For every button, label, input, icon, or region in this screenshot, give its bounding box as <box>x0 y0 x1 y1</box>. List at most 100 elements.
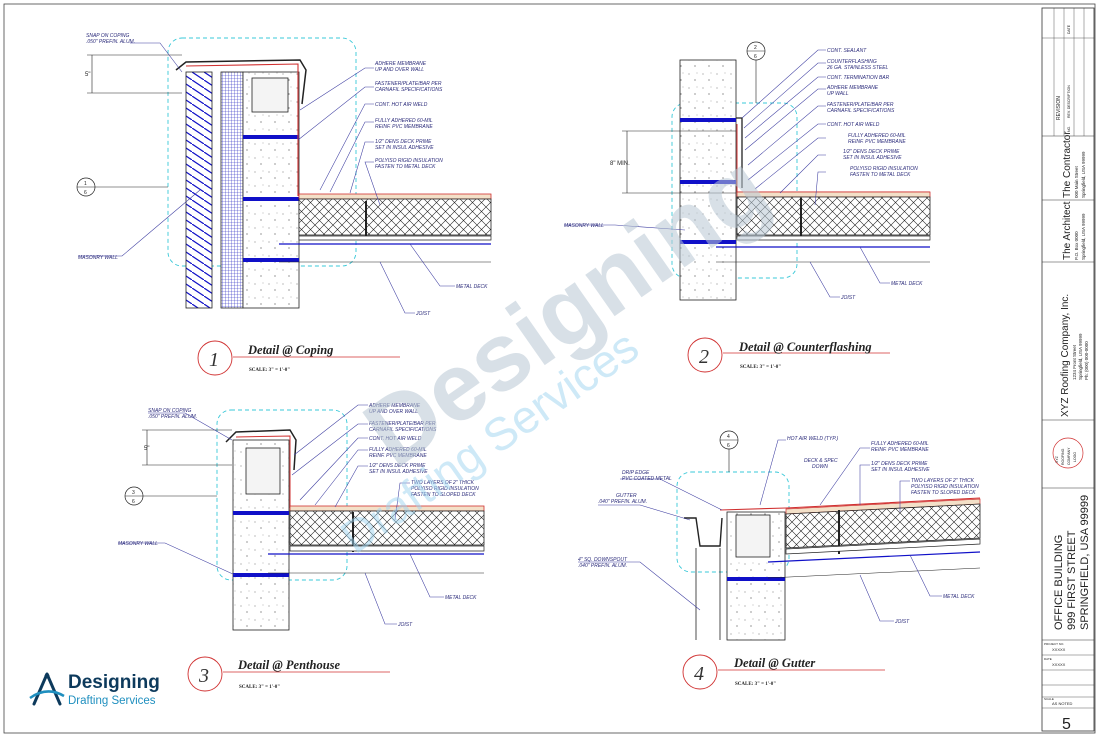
stamp-line: ROOFING <box>1061 448 1065 465</box>
label: METAL DECK <box>891 281 923 287</box>
label: FULLY ADHERED 60-MIL <box>369 447 427 453</box>
project-line2: 999 FIRST STREET <box>1066 530 1078 630</box>
detail-title: Detail @ Penthouse <box>237 658 341 672</box>
detail-number-circle <box>687 337 723 373</box>
bond-beam-line <box>233 573 289 577</box>
architect-line1: P.O. Box 0000 <box>1074 231 1079 260</box>
label: .040" PREFIN. ALUM. <box>598 499 647 505</box>
insulation <box>289 510 485 546</box>
metal-deck <box>298 235 492 241</box>
label: FASTEN TO SLOPED DECK <box>911 490 976 496</box>
masonry-block-grid <box>220 71 244 309</box>
membrane-line <box>185 63 299 196</box>
detail-scale: SCALE: 3" = 1'-0" <box>249 368 290 373</box>
stamp-line: COMPANY <box>1067 447 1071 465</box>
label: FULLY ADHERED 60-MIL <box>848 133 906 139</box>
label: 26 GA. STAINLESS STEEL <box>826 65 889 71</box>
label: SNAP ON COPING <box>148 408 192 414</box>
company-line3: Ph: (000) 000-0000 <box>1084 341 1089 380</box>
membrane-line <box>719 497 981 511</box>
label: JOIST <box>415 311 431 317</box>
company-logo-stamp <box>1052 437 1084 469</box>
dimension-label: 5" <box>85 72 90 78</box>
label: SET IN INSUL ADHESIVE <box>843 155 902 161</box>
company-line2: Springfield, USA 99999 <box>1078 333 1083 380</box>
detail-number: 4 <box>694 663 704 685</box>
label: POLYISO RIGID INSULATION <box>411 486 479 492</box>
detail-number-circle <box>682 654 718 690</box>
label: REINF. PVC MEMBRANE <box>369 453 427 459</box>
membrane-line <box>235 435 291 508</box>
label: GUTTER <box>616 493 637 499</box>
label: UP AND OVER WALL <box>375 67 424 73</box>
detail-number: 2 <box>699 346 709 368</box>
dimension-label: 5" <box>144 446 149 452</box>
field-value: XXXXX <box>1052 662 1066 667</box>
label: METAL DECK <box>943 594 975 600</box>
label: POLYISO RIGID INSULATION <box>850 166 918 172</box>
detail-number: 1 <box>209 349 219 371</box>
insulation <box>736 196 931 236</box>
label: 1/2" DENS DECK PRIME <box>375 139 432 145</box>
detail-title: Detail @ Counterflashing <box>738 340 872 354</box>
leader-lines <box>118 404 444 625</box>
section-marker-top: 2 <box>754 45 757 51</box>
dimension-label: 8" MIN. <box>610 161 630 167</box>
coping-cap <box>225 429 297 471</box>
label: .050" PREFIN. ALUM. <box>86 39 135 45</box>
stamp-line: LOGO <box>1073 452 1077 462</box>
label: SET IN INSUL ADHESIVE <box>375 145 434 151</box>
label: CONT. HOT AIR WELD <box>369 436 422 442</box>
contractor-name: The Contractor <box>1062 131 1073 198</box>
bond-beam-line <box>680 118 736 122</box>
stamp-line: XYZ <box>1055 455 1059 463</box>
field-value: XXXXX <box>1052 647 1066 652</box>
label: REINF. PVC MEMBRANE <box>848 139 906 145</box>
company-logo: Designing Drafting Services <box>28 670 178 714</box>
detail-title: Detail @ Coping <box>247 343 333 357</box>
project-line1: OFFICE BUILDING <box>1053 535 1065 630</box>
fastener <box>365 201 367 239</box>
coping-cap <box>175 59 307 105</box>
section-marker-top: 1 <box>84 181 87 187</box>
label: FULLY ADHERED 60-MIL <box>871 441 929 447</box>
compass-logo-icon <box>29 672 65 706</box>
bond-beam-line <box>680 240 736 244</box>
label: FASTEN TO METAL DECK <box>850 172 911 178</box>
label: FASTENER/PLATE/BAR PER <box>375 81 442 87</box>
label: DECK & SPEC <box>804 458 838 464</box>
title-block: REVISION NO. REV. DESCRIPTION DATE The C… <box>1041 7 1095 733</box>
detail-scale: SCALE: 3" = 1'-0" <box>740 365 781 370</box>
label: 4" SQ. DOWNSPOUT <box>578 557 628 563</box>
label: ADHERE MEMBRANE <box>374 61 427 67</box>
label: DRIP EDGE <box>622 470 650 476</box>
label: MASONRY WALL <box>78 255 118 261</box>
field-label: SCALE <box>1044 697 1054 701</box>
logo-name: Designing <box>68 672 160 693</box>
insulation <box>785 503 981 549</box>
field-label: DATE <box>1044 657 1052 661</box>
detail-gutter: 4 6 HOT AIR WELD (TYP.) DRIP EDGE PVC CO… <box>578 430 981 690</box>
label: ADHERE MEMBRANE <box>826 85 879 91</box>
label: FASTEN TO METAL DECK <box>375 164 436 170</box>
cover-board <box>298 193 492 200</box>
label: REINF. PVC MEMBRANE <box>375 124 433 130</box>
label: MASONRY WALL <box>564 223 604 229</box>
label: CARNAFIL SPECIFICATIONS <box>375 87 443 93</box>
detail-title: Detail @ Gutter <box>733 656 815 670</box>
label: DOWN <box>812 464 828 470</box>
detail-number-circle <box>197 340 233 376</box>
label: TWO LAYERS OF 2" THICK <box>411 480 475 486</box>
architect-name: The Architect <box>1062 201 1073 260</box>
label: UP WALL <box>827 91 849 97</box>
project-line3: SPRINGFIELD, USA 99999 <box>1079 495 1091 630</box>
revision-col-no: NO. <box>1067 126 1071 132</box>
company-line1: 1234 Front Street <box>1072 344 1077 380</box>
label: SET IN INSUL ADHESIVE <box>871 467 930 473</box>
label: FASTENER/PLATE/BAR PER <box>369 421 436 427</box>
revision-col-date: DATE <box>1067 24 1071 34</box>
sheet-border <box>3 3 1096 734</box>
detail-penthouse: 5" 3 6 SNAP ON COPING .050" PREFIN. ALUM… <box>118 403 485 692</box>
leader-lines <box>564 49 890 298</box>
watermark-main: Designing <box>346 133 787 487</box>
